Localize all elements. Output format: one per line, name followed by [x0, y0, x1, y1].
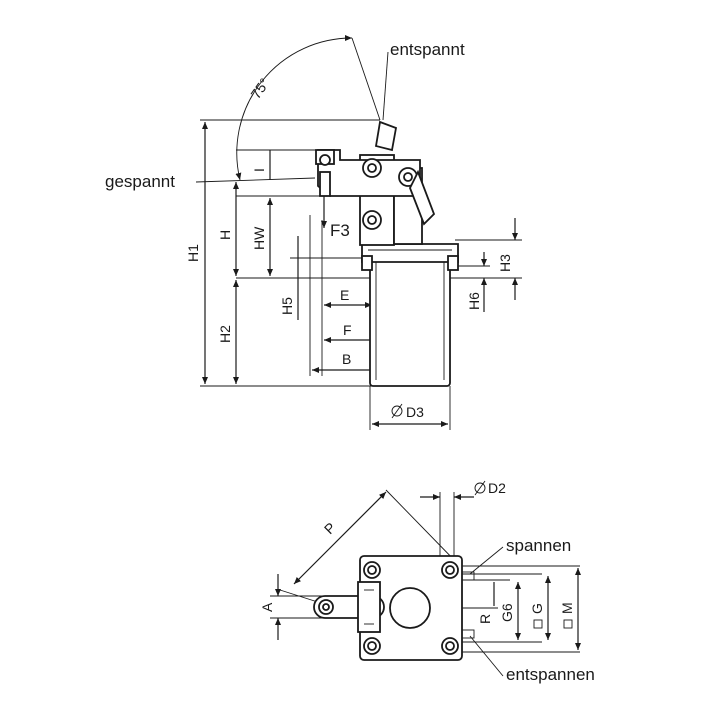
dim-B: B	[342, 351, 351, 367]
square-symbol-g	[533, 619, 543, 629]
clamped-label: gespannt	[105, 172, 175, 191]
release-port-leader	[469, 635, 504, 677]
flange	[361, 243, 459, 263]
dim-F: F	[343, 322, 352, 338]
clamp-port-leader	[469, 546, 504, 575]
open-arm	[374, 120, 398, 152]
clamp-body	[315, 120, 459, 387]
flange-screw	[447, 255, 459, 271]
arm-pivot-block	[357, 581, 381, 633]
dim-D2: D2	[488, 480, 506, 496]
dim-M: M	[559, 602, 575, 614]
dim-HW: HW	[251, 226, 267, 250]
dim-D3: D3	[406, 404, 424, 420]
dim-H: H	[217, 230, 233, 240]
dim-H1: H1	[185, 244, 201, 262]
dim-H6: H6	[466, 292, 482, 310]
clamped-leader	[195, 177, 316, 183]
dim-I: I	[251, 168, 267, 172]
force-label: F3	[330, 221, 350, 240]
released-label: entspannt	[390, 40, 465, 59]
linkage	[409, 169, 436, 226]
dim-A: A	[259, 602, 275, 612]
side-view: 75° entspannt gespannt H1 H I HW H2 H5	[105, 34, 522, 430]
dim-H2: H2	[217, 325, 233, 343]
dim-H5: H5	[279, 297, 295, 315]
clamp-port-label: spannen	[506, 536, 571, 555]
dim-P-line	[293, 491, 387, 585]
dim-R: R	[477, 614, 493, 624]
cylinder	[369, 247, 451, 387]
square-symbol-m	[563, 619, 573, 629]
swing-arc	[235, 34, 353, 181]
dim-E: E	[340, 287, 349, 303]
dim-P: P	[321, 519, 339, 537]
port-release	[461, 629, 475, 639]
dim-G6: G6	[499, 603, 515, 622]
top-view: P A D2	[259, 480, 595, 684]
open-position-line	[351, 37, 381, 121]
dim-H3: H3	[497, 254, 513, 272]
dim-G: G	[529, 603, 545, 614]
clamp-screw-body	[319, 171, 331, 197]
port-clamp	[461, 571, 475, 581]
ext-line-p-right	[385, 489, 461, 567]
cylinder-top	[389, 587, 431, 629]
diameter-symbol-d2	[474, 480, 486, 496]
release-port-label: entspannen	[506, 665, 595, 684]
diameter-symbol	[391, 403, 403, 419]
released-leader	[382, 51, 389, 121]
mounting-holes	[363, 561, 459, 655]
